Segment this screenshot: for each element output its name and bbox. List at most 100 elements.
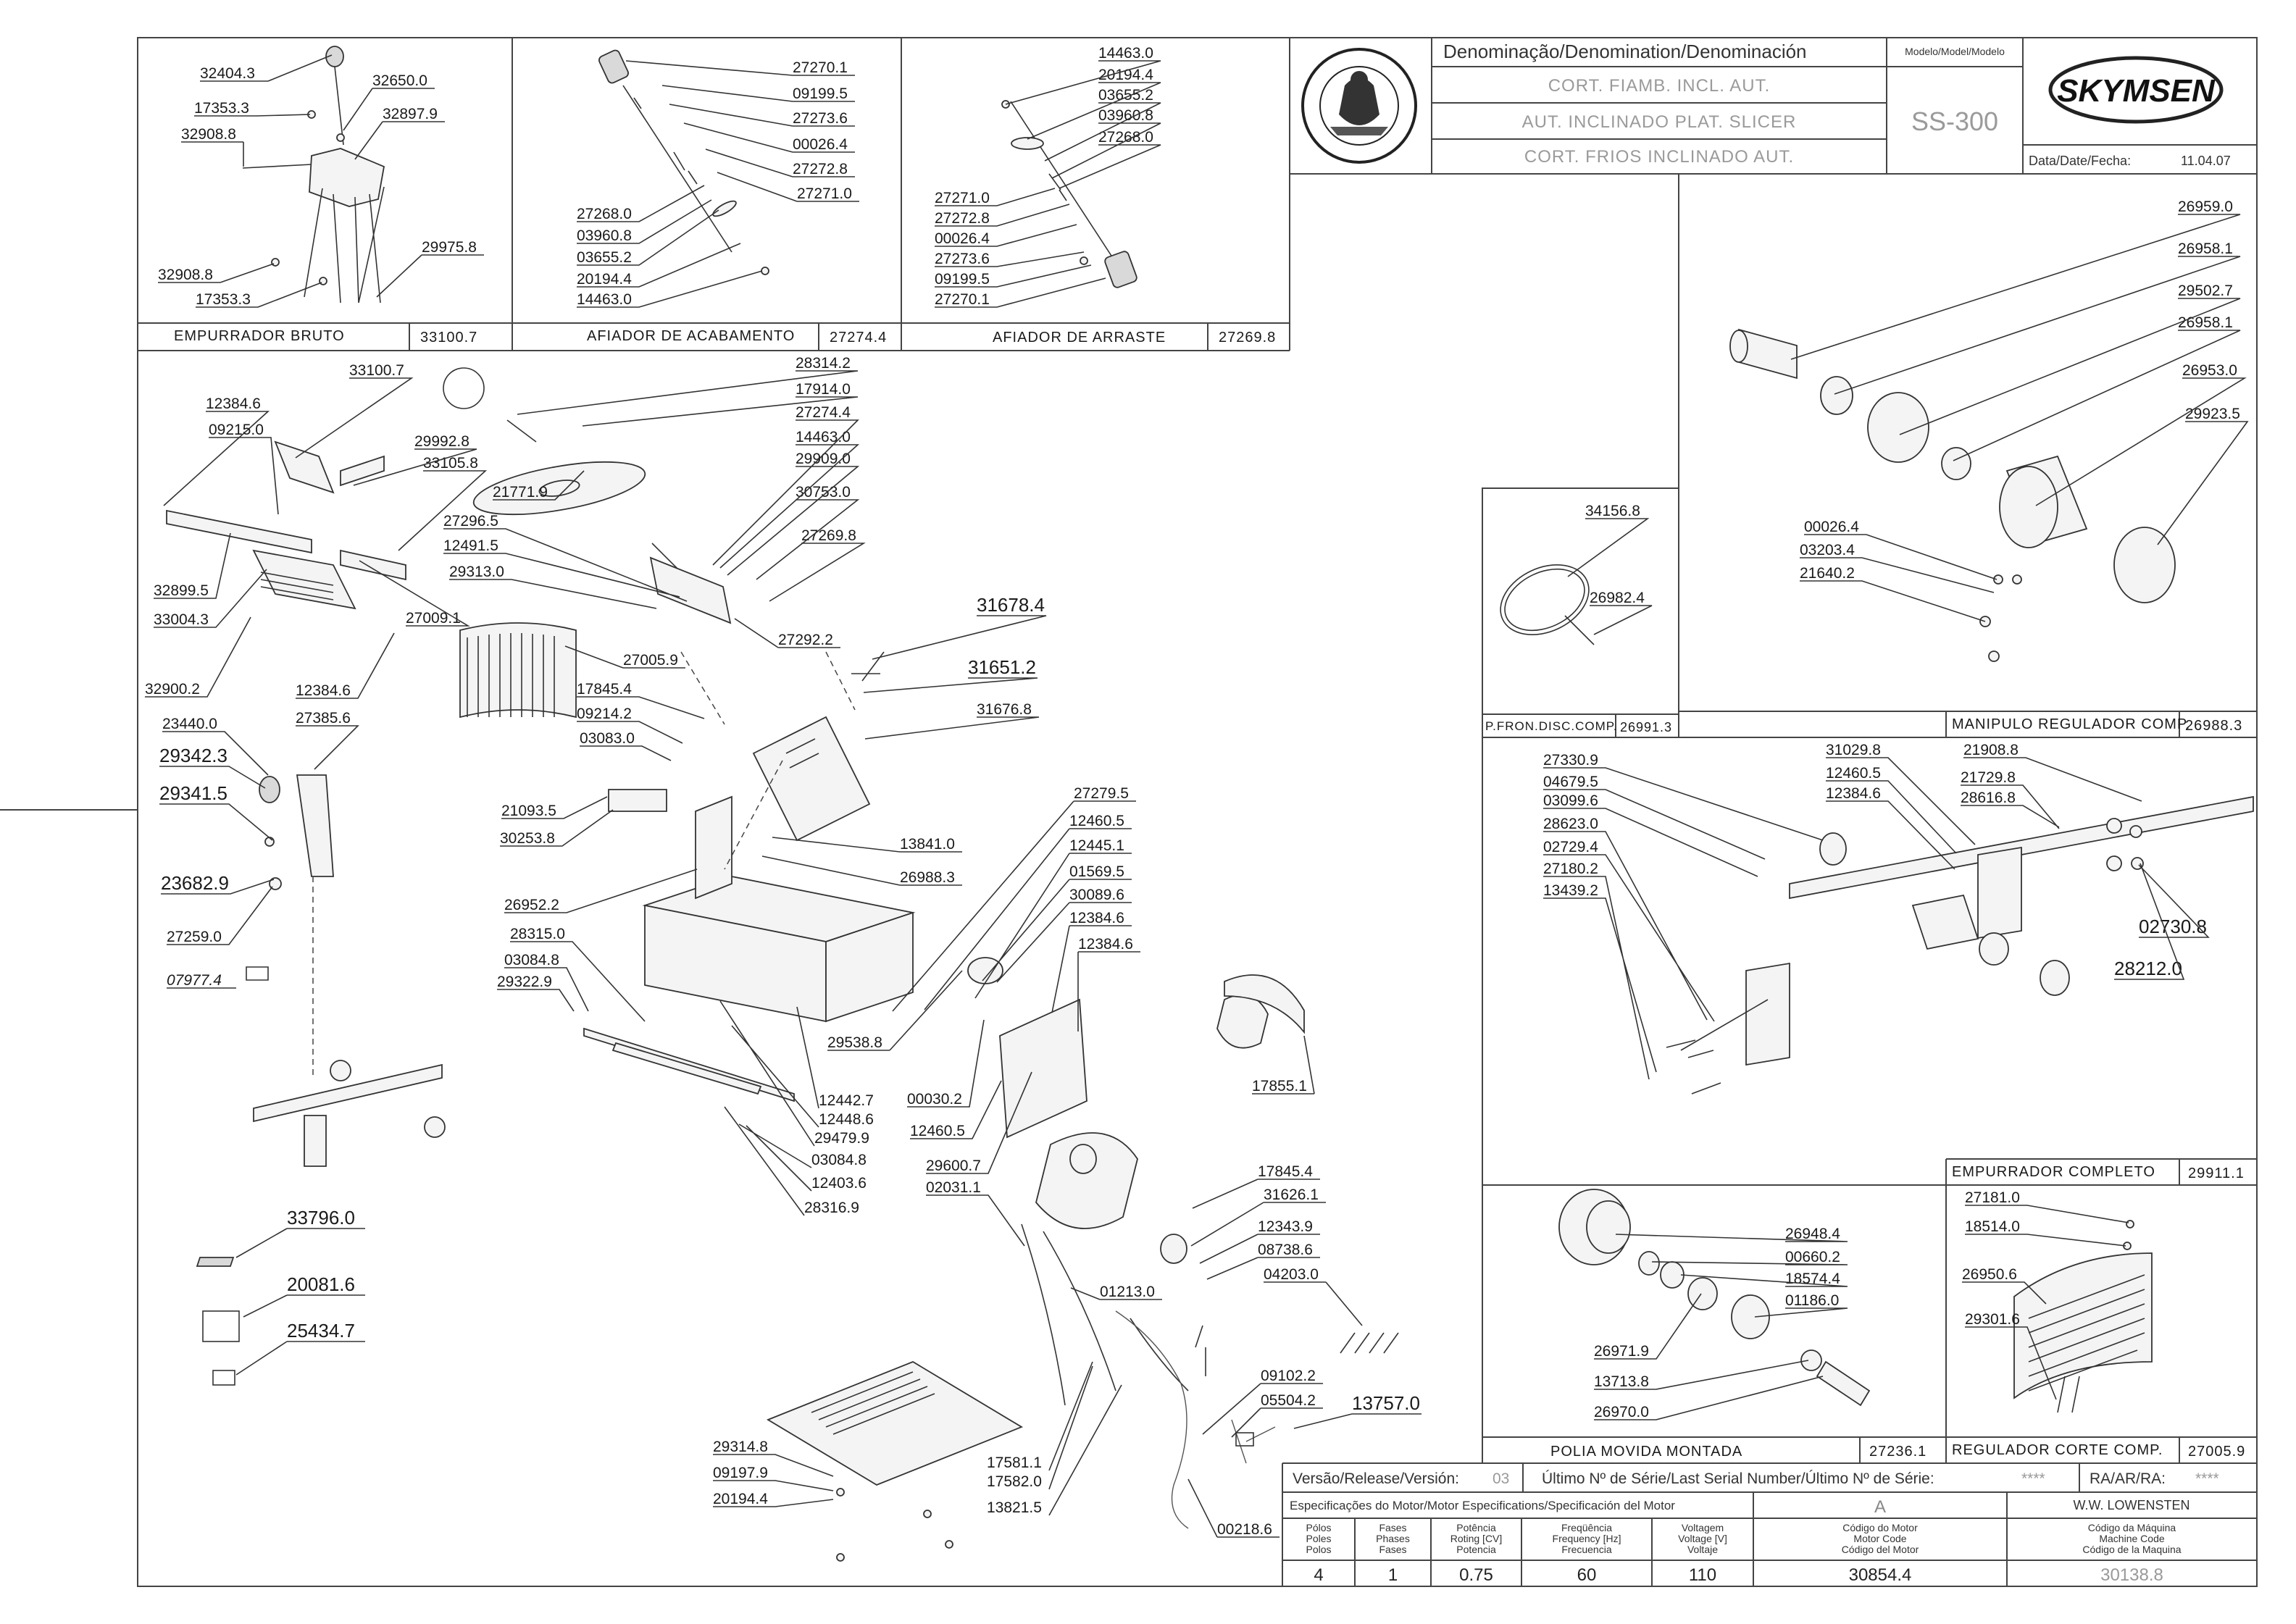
sheet-frames xyxy=(0,37,2258,1587)
part-label: 31029.8 xyxy=(1826,742,1881,758)
part-label: 17855.1 xyxy=(1252,1078,1307,1094)
part-label: 23682.9 xyxy=(161,872,229,894)
labels-empurrador-bruto: 32404.3 32650.0 17353.3 32897.9 32908.8 … xyxy=(158,54,484,308)
part-label: 30089.6 xyxy=(1069,887,1124,903)
part-label: 27181.0 xyxy=(1965,1189,2020,1206)
motor-column-header: Código de la Maquina xyxy=(2082,1544,2181,1555)
motor-column-header: Fases xyxy=(1379,1544,1406,1555)
part-label: 12384.6 xyxy=(206,395,261,412)
motor-column-header: Fases xyxy=(1379,1522,1406,1533)
part-label: 32908.8 xyxy=(158,267,213,283)
part-label: 03083.0 xyxy=(580,730,635,747)
part-label: 18574.4 xyxy=(1785,1271,1840,1287)
part-label: 29502.7 xyxy=(2178,282,2233,299)
motor-column-header: Poles xyxy=(1306,1533,1331,1544)
motor-column-header: Potência xyxy=(1456,1522,1496,1533)
part-label: 09102.2 xyxy=(1261,1368,1316,1384)
motor-column-header: Código da Máquina xyxy=(2088,1522,2176,1533)
part-label: 27180.2 xyxy=(1543,861,1598,877)
part-label: 13439.2 xyxy=(1543,882,1598,899)
part-label: 26948.4 xyxy=(1785,1226,1840,1242)
part-label: 00026.4 xyxy=(793,136,848,153)
labels-p-fron-disc: 34156.8 26982.4 xyxy=(1567,503,1653,635)
empurrador-bruto-code: 33100.7 xyxy=(420,330,477,346)
part-label: 33004.3 xyxy=(154,611,209,628)
part-label: 12343.9 xyxy=(1258,1218,1313,1235)
part-label: 32404.3 xyxy=(200,65,255,82)
part-label: 26952.2 xyxy=(504,897,559,913)
part-label: 03655.2 xyxy=(577,249,632,266)
model-header: Modelo/Model/Modelo xyxy=(1905,46,2005,57)
part-label: 28212.0 xyxy=(2114,958,2182,979)
motor-column-header: Voltaje xyxy=(1687,1544,1718,1555)
motor-value: 4 xyxy=(1314,1565,1323,1585)
part-label: 29923.5 xyxy=(2185,406,2240,422)
part-label: 21771.9 xyxy=(493,484,548,501)
motor-value: 0.75 xyxy=(1459,1565,1493,1585)
part-label: 20194.4 xyxy=(713,1491,768,1507)
drawing-polia xyxy=(1558,1189,1871,1407)
part-label: 30253.8 xyxy=(500,830,555,847)
motor-table-header: Especificações do Motor/Motor Especifica… xyxy=(1290,1499,1675,1512)
motor-spec-columns: PólosPolesPolos4FasesPhasesFases1Potênci… xyxy=(1306,1522,2181,1585)
part-label: 01186.0 xyxy=(1785,1292,1839,1309)
drawing-arm-assembly xyxy=(1666,795,2254,1094)
motor-letter: A xyxy=(1874,1497,1886,1517)
title-block: Denominação/Denomination/Denominación CO… xyxy=(1301,41,2231,168)
drawing-wiring xyxy=(1115,1310,1276,1529)
empurrador-bruto-name: EMPURRADOR BRUTO xyxy=(174,328,345,344)
part-label: 03084.8 xyxy=(504,952,559,968)
labels-empurrador-completo: 27181.0 18514.0 26950.6 29301.6 xyxy=(1962,1189,2129,1400)
part-label: 03099.6 xyxy=(1543,792,1598,809)
part-label: 17582.0 xyxy=(987,1473,1042,1490)
part-label: 27273.6 xyxy=(793,110,848,127)
part-label: 32900.2 xyxy=(145,681,200,698)
motor-maker: W.W. LOWENSTEN xyxy=(2073,1498,2189,1512)
part-label: 34156.8 xyxy=(1585,503,1640,519)
part-label: 28314.2 xyxy=(796,355,851,372)
part-label: 20081.6 xyxy=(287,1273,355,1295)
polia-code: 27236.1 xyxy=(1869,1444,1926,1460)
motor-column-header: Frequency [Hz] xyxy=(1553,1533,1621,1544)
part-label: 09199.5 xyxy=(793,85,848,102)
part-label: 28616.8 xyxy=(1961,790,2016,806)
motor-column-header: Machine Code xyxy=(2099,1533,2164,1544)
part-label: 29342.3 xyxy=(159,745,227,766)
brand-name: SKYMSEN xyxy=(2057,73,2216,109)
part-label: 25434.7 xyxy=(287,1320,355,1342)
part-label: 12384.6 xyxy=(296,682,351,699)
part-label: 29479.9 xyxy=(814,1130,869,1147)
part-label: 27272.8 xyxy=(793,161,848,177)
part-label: 17353.3 xyxy=(194,100,249,117)
afiador-acabamento-code: 27274.4 xyxy=(830,330,887,346)
part-label: 33100.7 xyxy=(349,362,404,379)
labels-afiador-arraste: 14463.0 20194.4 03655.2 03960.8 27268.0 … xyxy=(935,45,1161,308)
part-label: 32897.9 xyxy=(383,106,438,122)
motor-column-header: Código del Motor xyxy=(1842,1544,1919,1555)
drawing-belt xyxy=(1224,974,1305,1034)
version-label: Versão/Release/Versión: xyxy=(1293,1470,1459,1487)
part-label: 32650.0 xyxy=(372,72,427,89)
part-label: 27296.5 xyxy=(443,513,498,530)
labels-motor-area: 00030.2 12460.5 29600.7 02031.1 17845.4 … xyxy=(907,1019,1363,1326)
drawing-small-stickers xyxy=(196,1257,240,1386)
motor-column-header: Motor Code xyxy=(1853,1533,1906,1544)
part-label: 18514.0 xyxy=(1965,1218,2020,1235)
motor-column-header: Phases xyxy=(1376,1533,1410,1544)
part-label: 12460.5 xyxy=(1069,813,1124,829)
drawing-motor-bracket xyxy=(967,957,1399,1406)
part-label: 09215.0 xyxy=(209,422,264,438)
part-label: 29322.9 xyxy=(497,974,552,990)
motor-value: 110 xyxy=(1689,1565,1716,1585)
motor-column-header: Potencia xyxy=(1456,1544,1496,1555)
part-label: 04679.5 xyxy=(1543,774,1598,790)
afiador-arraste-name: AFIADOR DE ARRASTE xyxy=(993,330,1166,346)
part-label: 31678.4 xyxy=(977,594,1045,616)
labels-left-pusher: 12384.6 33100.7 09215.0 29992.8 33105.8 … xyxy=(145,362,685,1376)
part-label: 09197.9 xyxy=(713,1465,768,1481)
part-label: 27271.0 xyxy=(935,190,990,206)
part-label: 27273.6 xyxy=(935,251,990,267)
part-label: 09214.2 xyxy=(577,706,632,722)
part-label: 27259.0 xyxy=(167,929,222,945)
part-label: 27270.1 xyxy=(793,59,848,76)
